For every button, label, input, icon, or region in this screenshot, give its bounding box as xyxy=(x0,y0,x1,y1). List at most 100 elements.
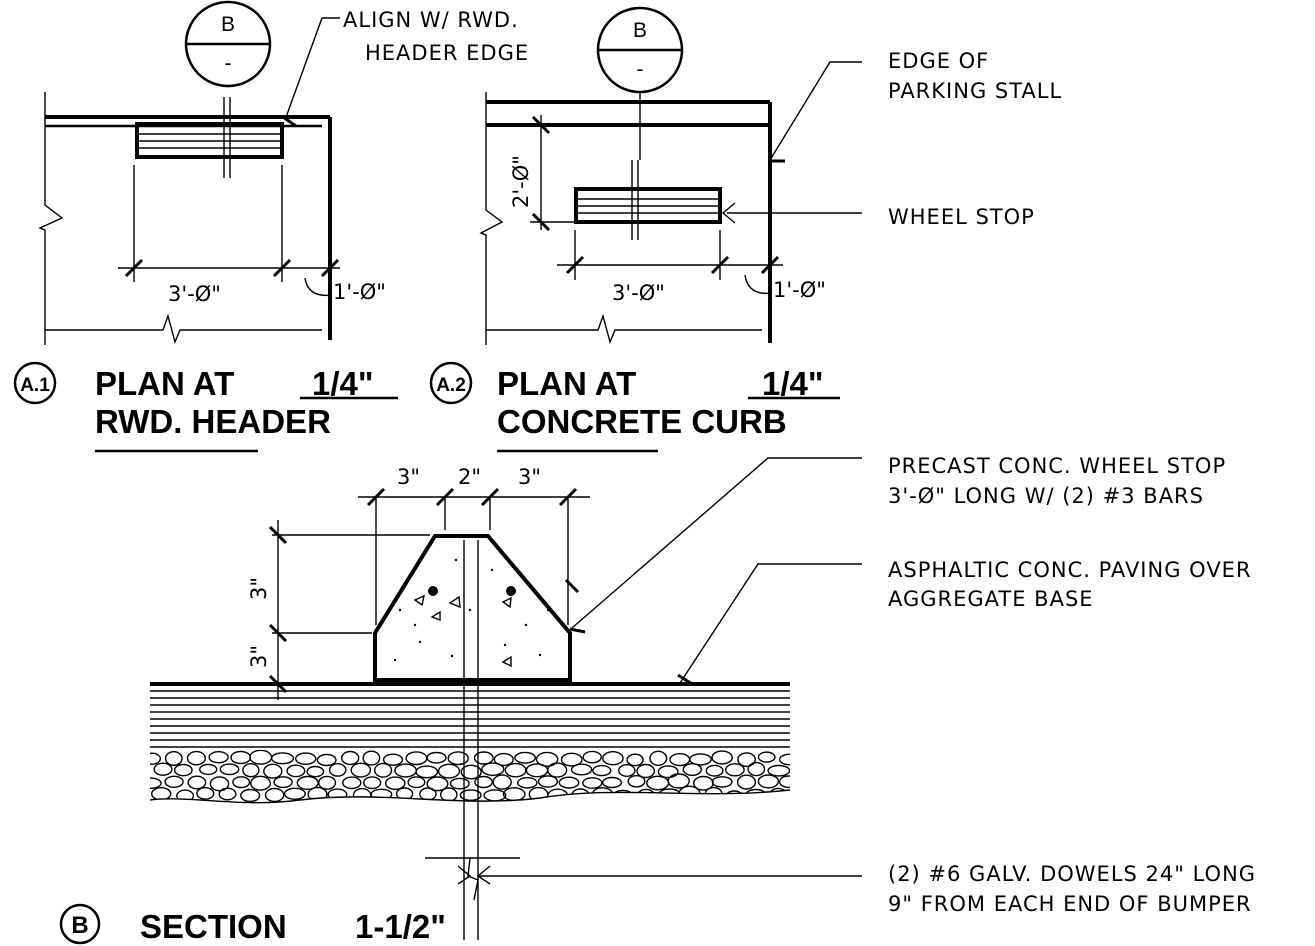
aggregate-stone xyxy=(439,787,458,802)
aggregate-stone xyxy=(481,762,505,777)
aggregate-stone xyxy=(689,753,712,766)
aggregate-stone xyxy=(426,751,447,764)
aggregate-stone xyxy=(502,787,526,802)
b-dim-top-2: 2" xyxy=(458,465,481,489)
detail-a1-plan xyxy=(38,0,340,345)
b-dim-height-2: 3" xyxy=(247,645,271,668)
b-precast-callout-line1: PRECAST CONC. WHEEL STOP xyxy=(888,454,1226,478)
aggregate-stone xyxy=(198,763,218,776)
aggregate-stone xyxy=(474,775,493,789)
a1-dim-length: 3'-Ø" xyxy=(168,282,221,306)
aggregate-stone xyxy=(153,762,173,776)
a1-dim-offset: 1'-Ø" xyxy=(333,280,386,304)
aggregate-stone xyxy=(705,764,724,777)
aggregate-stone xyxy=(173,763,193,777)
aggregate-stone xyxy=(711,750,733,765)
aggregate-stone xyxy=(328,763,347,777)
a1-marker-top: B xyxy=(221,13,235,36)
aggregate-stone xyxy=(362,750,381,766)
aggregate-stone xyxy=(426,776,449,792)
aggregate-stone xyxy=(218,787,237,801)
aggregate-stone xyxy=(627,775,646,788)
aggregate-stone xyxy=(186,750,206,766)
aggregate-stone xyxy=(592,764,612,777)
aggregate-stone xyxy=(196,787,215,800)
aggregate-stone xyxy=(283,787,306,800)
a2-wheel-stop-callout: WHEEL STOP xyxy=(888,205,1035,229)
aggregate-stone xyxy=(208,751,229,764)
b-precast-callout-line2: 3'-Ø" LONG W/ (2) #3 BARS xyxy=(888,484,1204,508)
a1-title-line2: RWD. HEADER xyxy=(95,403,331,440)
aggregate-stone xyxy=(788,787,790,802)
a2-dim-setback: 2'-Ø" xyxy=(509,155,533,208)
a1-align-callout-line1: ALIGN W/ RWD. xyxy=(343,8,519,32)
aggregate-stone xyxy=(449,777,470,790)
aggregate-stone xyxy=(295,752,317,766)
b-paving-callout-line2: AGGREGATE BASE xyxy=(888,587,1094,611)
aggregate-stone xyxy=(264,787,285,803)
aggregate-stone xyxy=(791,765,809,775)
aggregate-stone xyxy=(636,788,656,803)
a1-align-callout-line2: HEADER EDGE xyxy=(365,41,529,65)
a2-title-line2: CONCRETE CURB xyxy=(497,403,787,440)
aggregate-stone xyxy=(514,751,536,764)
aggregate-stone xyxy=(504,762,527,778)
a2-detail-bubble xyxy=(429,361,473,405)
aggregate-stone xyxy=(525,763,549,778)
aggregate-stone xyxy=(316,753,337,767)
aggregate-stone xyxy=(737,752,756,767)
aggregate-stone xyxy=(667,773,690,789)
aggregate-stone xyxy=(437,763,461,779)
b-dim-top-3: 3" xyxy=(518,465,541,489)
aggregate-stone xyxy=(725,763,745,777)
aggregate-stone xyxy=(547,762,568,778)
a1-marker-bottom: - xyxy=(225,52,232,75)
aggregate-stone xyxy=(460,764,482,780)
b-detail-bubble xyxy=(59,903,101,945)
aggregate-stone xyxy=(492,774,512,790)
aggregate-stone xyxy=(736,774,757,790)
aggregate-stone xyxy=(232,776,251,789)
aggregate-stone xyxy=(636,763,656,779)
aggregate-stone xyxy=(558,776,580,789)
aggregate-stone xyxy=(374,762,393,778)
aggregate-stone xyxy=(658,788,681,801)
aggregate-stone xyxy=(778,775,790,789)
aggregate-stone xyxy=(618,764,636,778)
aggregate-stone xyxy=(318,775,337,790)
b-dim-top-1: 3" xyxy=(397,465,420,489)
aggregate-stone xyxy=(582,777,603,789)
aggregate-stone xyxy=(483,789,507,802)
aggregate-stone xyxy=(415,765,439,779)
aggregate-stone xyxy=(745,788,767,801)
aggregate-stone xyxy=(405,751,428,766)
aggregate-stone xyxy=(306,765,325,778)
aggregate-stone xyxy=(187,775,207,790)
aggregate-stone xyxy=(560,752,583,767)
aggregate-stone xyxy=(342,776,362,790)
a2-scale: 1/4" xyxy=(762,365,824,402)
aggregate-stone xyxy=(657,765,679,779)
aggregate-stone xyxy=(230,750,252,765)
aggregate-stone xyxy=(537,775,558,788)
aggregate-stone xyxy=(767,764,790,777)
aggregate-stone xyxy=(164,751,183,767)
aggregate-stone xyxy=(240,788,261,803)
aggregate-stone xyxy=(382,753,404,766)
b-dowel-callout-line2: 9" FROM EACH END OF BUMPER xyxy=(888,892,1252,916)
a2-edge-callout-line1: EDGE OF xyxy=(888,49,989,73)
aggregate-stone xyxy=(150,787,172,801)
aggregate-stone xyxy=(394,763,417,778)
aggregate-stone xyxy=(602,751,624,766)
b-paving-callout-line1: ASPHALTIC CONC. PAVING OVER xyxy=(888,558,1252,582)
aggregate-stone xyxy=(384,776,406,791)
aggregate-stone xyxy=(341,750,360,766)
a1-detail-bubble xyxy=(13,361,57,405)
a1-title-line1: PLAN AT xyxy=(95,365,234,402)
aggregate-stone xyxy=(209,776,230,792)
a2-title-line1: PLAN AT xyxy=(497,365,636,402)
aggregate-stone xyxy=(725,790,743,802)
aggregate-stone xyxy=(601,776,623,789)
aggregate-stone xyxy=(747,761,766,777)
